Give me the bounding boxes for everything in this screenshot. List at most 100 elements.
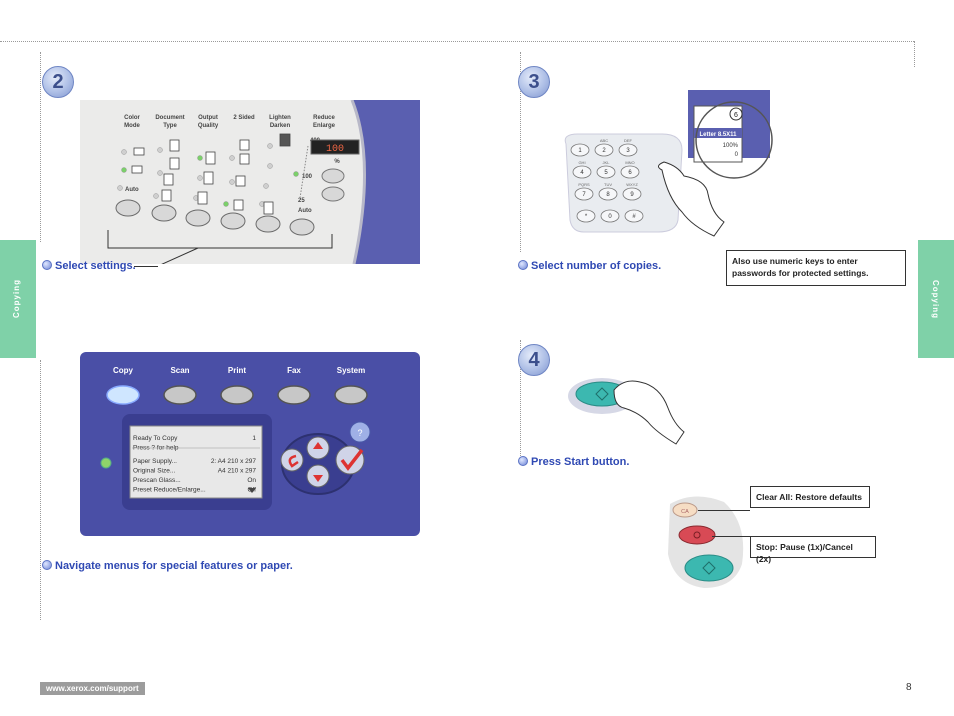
nav-back-button[interactable] bbox=[280, 448, 304, 472]
panel-tab-button[interactable] bbox=[163, 385, 197, 405]
label-2-sided: 2 Sided bbox=[233, 115, 255, 121]
stop-pointer bbox=[712, 536, 750, 537]
keypad-key-*[interactable]: * bbox=[576, 209, 596, 223]
step-3-caption-text: Select number of copies. bbox=[531, 260, 662, 272]
panel-tab-scan[interactable]: Scan bbox=[163, 366, 197, 405]
top-right-dotted-rule bbox=[914, 41, 915, 67]
panel-tab-label: Print bbox=[228, 366, 247, 375]
step-4-caption: Press Start button. bbox=[518, 456, 629, 468]
color-mode-button[interactable] bbox=[115, 199, 141, 217]
panel-tab-button[interactable] bbox=[277, 385, 311, 405]
side-tab-left: Copying bbox=[0, 240, 36, 358]
panel-status-light bbox=[100, 457, 112, 469]
step-3-number: 3 bbox=[518, 66, 550, 98]
panel-tab-label: Scan bbox=[170, 366, 189, 375]
bullet-icon bbox=[518, 456, 528, 466]
panel-tab-label: System bbox=[337, 366, 365, 375]
keypad-key-label: 8 bbox=[606, 192, 610, 198]
panel-tab-system[interactable]: System bbox=[334, 366, 368, 405]
lcd-line-value: On bbox=[247, 477, 256, 484]
panel-tab-print[interactable]: Print bbox=[220, 366, 254, 405]
output-quality-button[interactable] bbox=[185, 209, 211, 227]
keypad-key-letters: WXYZ bbox=[626, 182, 638, 187]
keypad-key-label: 6 bbox=[628, 170, 632, 176]
keypad-key-label: # bbox=[632, 214, 636, 220]
zoom-down-button[interactable] bbox=[321, 186, 345, 202]
lcd-line-label: Preset Reduce/Enlarge... bbox=[133, 487, 206, 494]
footer-url[interactable]: www.xerox.com/support bbox=[40, 682, 145, 695]
document-type-button[interactable] bbox=[151, 204, 177, 222]
lcd-line-label: Ready To Copy bbox=[133, 435, 178, 442]
panel-tab-button[interactable] bbox=[106, 385, 140, 405]
clear-all-button[interactable] bbox=[672, 502, 698, 518]
keypad-key-label: 4 bbox=[580, 170, 584, 176]
nav-select-button[interactable] bbox=[335, 445, 365, 475]
reduce-enlarge-button[interactable] bbox=[289, 218, 315, 236]
right-column-rule bbox=[520, 52, 521, 252]
panel-lcd-screen bbox=[129, 425, 263, 499]
settings-panel-illustration: Color Mode Document Type Output Quality … bbox=[80, 100, 420, 264]
bullet-icon bbox=[518, 260, 528, 270]
panel-tab-button[interactable] bbox=[334, 385, 368, 405]
step-2-caption-text: Select settings. bbox=[55, 260, 136, 272]
panel-tab-fax[interactable]: Fax bbox=[277, 366, 311, 405]
lcd-line-value: 2: A4 210 x 297 bbox=[211, 458, 257, 465]
keypad-key-1[interactable]: 1 bbox=[570, 143, 590, 157]
panel-tabs: Copy Scan Print Fax System bbox=[106, 366, 368, 405]
keypad-key-#[interactable]: # bbox=[624, 209, 644, 223]
zoom-led-display bbox=[310, 139, 360, 155]
panel-start-button[interactable] bbox=[684, 554, 734, 582]
top-dotted-rule bbox=[0, 41, 914, 42]
stop-button[interactable] bbox=[678, 525, 716, 545]
zoom-percent-sign: % bbox=[334, 159, 340, 165]
keypad-key-label: 9 bbox=[630, 192, 634, 198]
panel-tab-button[interactable] bbox=[220, 385, 254, 405]
lcd-line-value: A4 210 x 297 bbox=[218, 468, 257, 475]
lighten-darken-button[interactable] bbox=[255, 215, 281, 233]
help-button[interactable] bbox=[349, 421, 371, 443]
label-reduce-enlarge-1: Reduce bbox=[313, 115, 335, 121]
panel-tab-label: Copy bbox=[113, 366, 134, 375]
start-button-illustration bbox=[568, 378, 685, 445]
label-lighten-darken-1: Lighten bbox=[269, 115, 291, 121]
keypad-key-letters: PQRS bbox=[578, 182, 590, 187]
auto-label-color: Auto bbox=[125, 187, 139, 193]
stop-callout: Stop: Pause (1x)/Cancel (2x) bbox=[750, 536, 876, 564]
two-sided-button[interactable] bbox=[220, 212, 246, 230]
keypad-key-label: 2 bbox=[602, 148, 606, 154]
left-column-rule-lower bbox=[40, 360, 41, 620]
clear-all-pointer bbox=[698, 510, 750, 511]
side-tab-right-label: Copying bbox=[931, 280, 940, 319]
copies-count: 6 bbox=[734, 112, 738, 119]
keypad-key-0[interactable]: 0 bbox=[600, 209, 620, 223]
settings-auto-labels: Auto Auto bbox=[125, 187, 312, 214]
panel-tab-label: Fax bbox=[287, 366, 301, 375]
bullet-icon bbox=[42, 260, 52, 270]
step-2-caption: Select settings. bbox=[42, 260, 136, 272]
label-reduce-enlarge-2: Enlarge bbox=[313, 123, 336, 129]
settings-pointer-line bbox=[134, 266, 158, 267]
pointing-hand bbox=[658, 161, 725, 237]
keypad-key-label: 3 bbox=[626, 148, 630, 154]
navigate-caption: Navigate menus for special features or p… bbox=[42, 560, 293, 572]
lcd-line-label: Prescan Glass... bbox=[133, 477, 181, 484]
help-symbol: ? bbox=[357, 428, 362, 438]
zoom-up-button[interactable] bbox=[321, 168, 345, 184]
label-document-type-2: Type bbox=[163, 123, 177, 129]
clear-all-label: CA bbox=[681, 509, 689, 515]
keypad-key-9[interactable]: 9 WXYZ bbox=[622, 182, 642, 201]
panel-tab-copy[interactable]: Copy bbox=[106, 366, 140, 405]
label-output-quality-2: Quality bbox=[198, 123, 219, 129]
passwords-callout: Also use numeric keys to enter passwords… bbox=[726, 250, 906, 286]
zoom-mark-25: 25 bbox=[298, 198, 305, 204]
keypad-key-label: 1 bbox=[578, 148, 582, 154]
page-number: 8 bbox=[906, 682, 912, 693]
